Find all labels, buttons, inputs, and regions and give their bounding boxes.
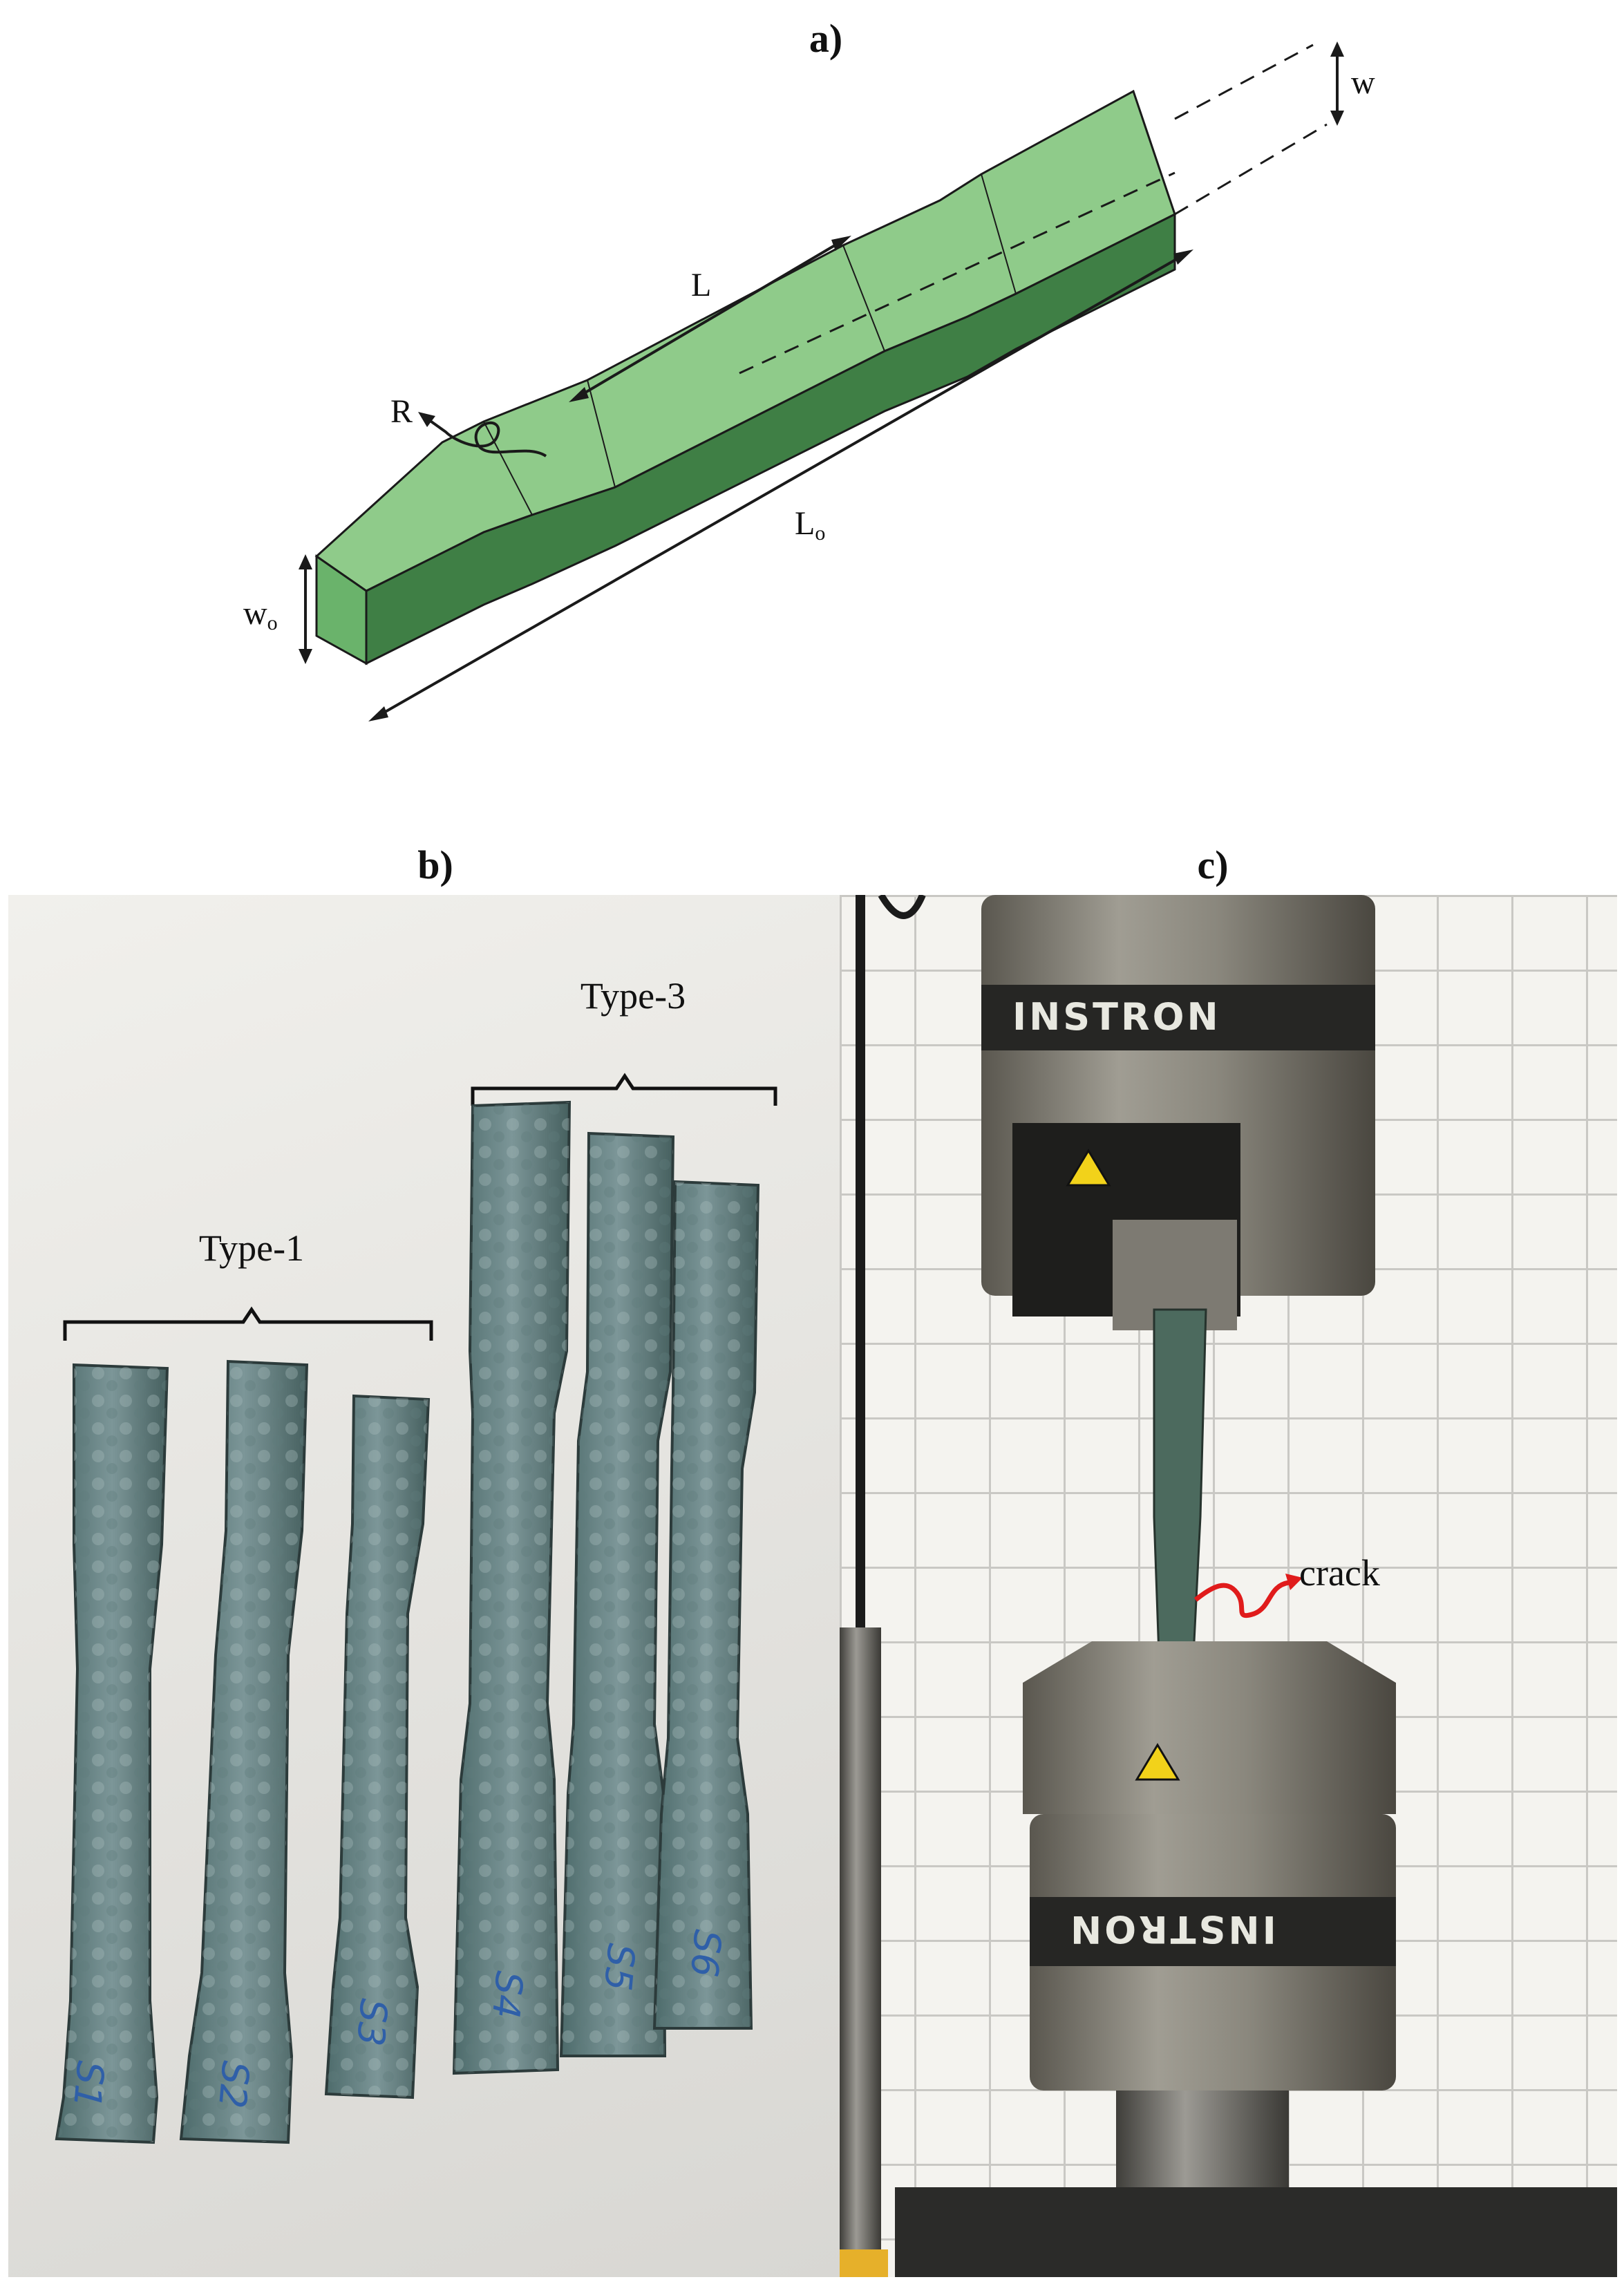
specimen-s2 — [179, 1359, 309, 2144]
gauge-line-1 — [587, 379, 616, 488]
w-dash-bottom — [1174, 123, 1328, 216]
dim-L-label: L — [691, 267, 712, 303]
dim-w-label: w — [1351, 64, 1375, 101]
specimen-s5 — [559, 1131, 675, 2057]
specimen-mark-s5: S5 — [595, 1941, 643, 1993]
instron-brand-bottom: INSTRON — [1068, 1907, 1276, 1951]
shoulder-line-3 — [981, 173, 1017, 294]
testing-machine-drawing — [840, 895, 1617, 2277]
panel-c-label: c) — [1197, 842, 1229, 887]
type-3-bracket — [471, 1073, 777, 1106]
instron-brand-top: INSTRON — [1012, 995, 1221, 1039]
dog-bone-specimen-diagram — [299, 41, 1344, 721]
tensile-test-photo: INSTRON INSTRON crack — [840, 895, 1617, 2277]
lower-grip-top — [1023, 1641, 1396, 1814]
specimen-end-face — [315, 554, 368, 666]
crack-label: crack — [1299, 1552, 1380, 1594]
L-arrow — [572, 237, 848, 401]
dim-Lo-label: Lo — [795, 505, 826, 545]
w-dash-inner — [739, 171, 1175, 375]
specimen-mark-s2: S2 — [209, 2059, 258, 2111]
type-3-label: Type-3 — [580, 975, 686, 1017]
specimens-photo: Type-3 Type-1 S1 S2 S3 S4 S5 S6 — [8, 895, 843, 2277]
shoulder-line-2 — [483, 421, 533, 516]
specimen-mark-s1: S1 — [64, 2059, 113, 2111]
gauge-line-2 — [842, 245, 885, 352]
machine-base — [895, 2187, 1617, 2277]
type-1-label: Type-1 — [198, 1227, 305, 1269]
specimen-s4 — [452, 1100, 572, 2075]
specimen-s1 — [55, 1363, 169, 2144]
shoulder-line-1 — [442, 421, 484, 443]
crack-pointer — [1193, 1580, 1290, 1618]
specimens-drawing — [55, 1073, 777, 2144]
R-pointer — [420, 413, 547, 457]
specimen-mark-s4: S4 — [483, 1969, 531, 2021]
Lo-arrow — [372, 251, 1189, 720]
type-1-bracket — [63, 1306, 433, 1341]
panel-b-label: b) — [417, 842, 453, 887]
dim-R-label: R — [390, 393, 413, 430]
w-dash-top — [1174, 44, 1314, 120]
specimen-s3 — [324, 1394, 431, 2099]
panel-a-label: a) — [809, 16, 843, 61]
specimen-mark-s6: S6 — [681, 1927, 730, 1979]
specimen-mark-s3: S3 — [348, 1997, 396, 2048]
left-column — [840, 1627, 881, 2277]
dim-wo-label: wo — [243, 595, 278, 634]
specimen-s6 — [652, 1180, 760, 2030]
